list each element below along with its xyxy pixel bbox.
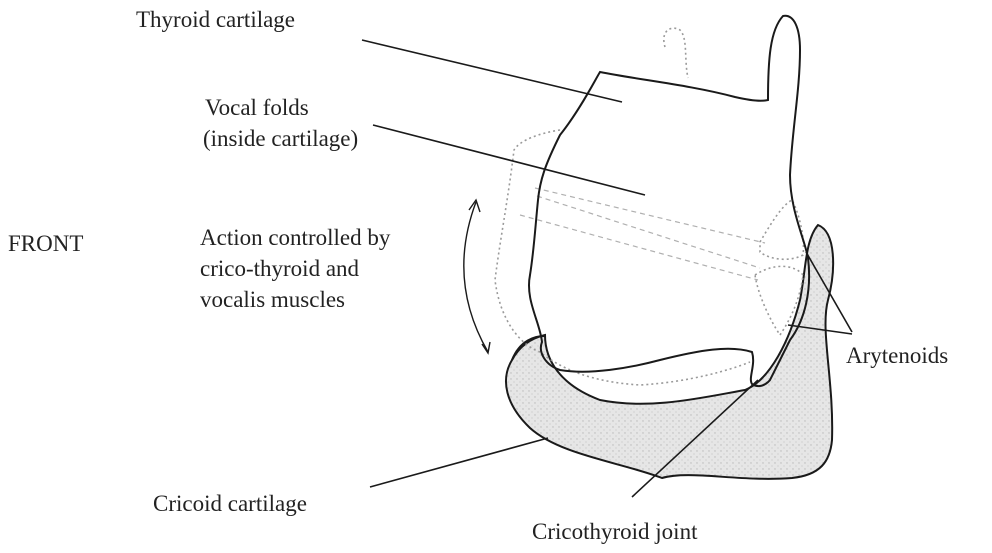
label-vocal-folds: Vocal folds (inside cartilage): [203, 92, 358, 154]
label-vocal-folds-line1: Vocal folds: [203, 92, 358, 123]
label-action-line2: crico-thyroid and: [200, 253, 390, 284]
label-cricothyroid-joint: Cricothyroid joint: [532, 518, 697, 546]
label-action-line3: vocalis muscles: [200, 284, 390, 315]
label-thyroid-cartilage: Thyroid cartilage: [136, 6, 295, 34]
thyroid-cartilage-shape: [529, 16, 809, 386]
label-front: FRONT: [8, 230, 83, 258]
action-arrow-icon: [464, 200, 490, 353]
label-cricoid-cartilage: Cricoid cartilage: [153, 490, 307, 518]
leader-cricoid: [370, 438, 548, 487]
label-vocal-folds-line2: (inside cartilage): [203, 123, 358, 154]
label-action-line1: Action controlled by: [200, 222, 390, 253]
label-action: Action controlled by crico-thyroid and v…: [200, 222, 390, 315]
label-arytenoids: Arytenoids: [846, 342, 948, 370]
leader-thyroid: [362, 40, 622, 102]
